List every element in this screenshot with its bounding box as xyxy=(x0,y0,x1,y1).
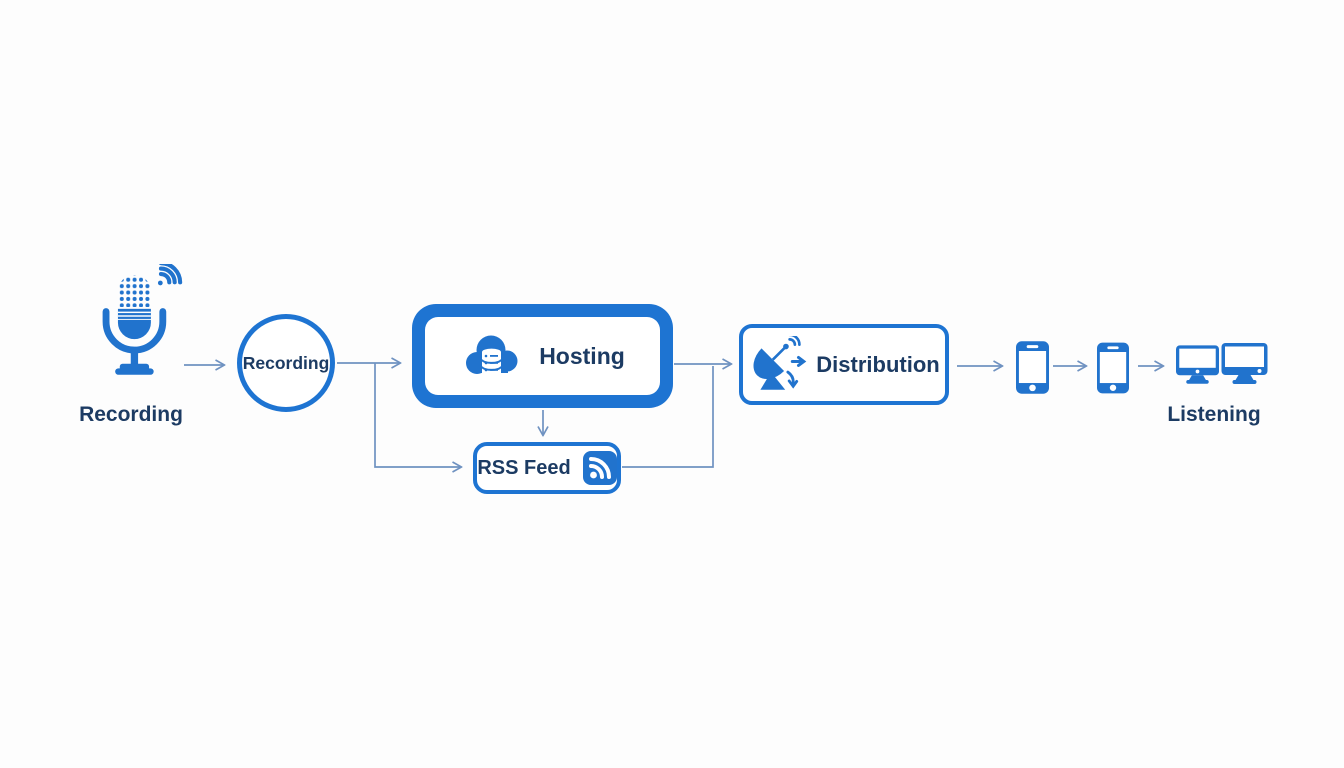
microphone-icon xyxy=(102,264,183,375)
distribution-label: Distribution xyxy=(816,351,940,377)
smartphone-icon xyxy=(1097,342,1129,394)
desktop-monitor-icon xyxy=(1176,345,1219,384)
cloud-server-icon xyxy=(466,335,518,378)
recording-step-label: Recording xyxy=(242,352,330,373)
recording-source-label: Recording xyxy=(79,403,183,426)
rss-feed-label: RSS Feed xyxy=(477,456,571,479)
broadcast-waves-icon xyxy=(157,264,183,286)
desktop-monitor-icon xyxy=(1221,343,1268,384)
rss-feed-node: RSS Feed xyxy=(473,442,621,494)
line-rss-to-junction xyxy=(622,366,714,468)
arrow-recording-to-rss xyxy=(374,363,461,467)
hosting-inner-panel: Hosting xyxy=(425,317,660,395)
smartphone-icon xyxy=(1016,341,1049,394)
hosting-node: Hosting xyxy=(412,304,673,408)
rss-icon xyxy=(582,451,617,485)
recording-step-node: Recording xyxy=(237,314,335,412)
satellite-dish-icon xyxy=(753,335,807,390)
listening-label: Listening xyxy=(1167,403,1261,426)
distribution-node: Distribution xyxy=(739,324,949,405)
hosting-label: Hosting xyxy=(539,342,625,369)
